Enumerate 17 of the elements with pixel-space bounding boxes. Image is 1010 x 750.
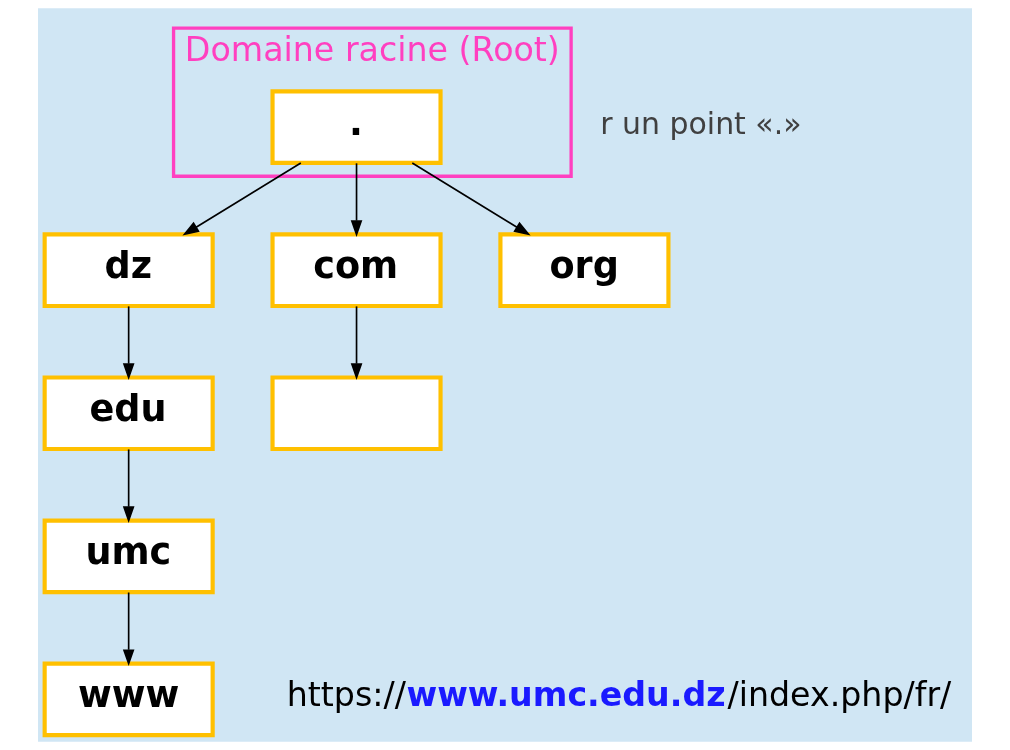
node-box: com bbox=[270, 232, 443, 309]
node-box: www bbox=[42, 661, 215, 738]
arrow bbox=[122, 448, 135, 523]
label: r un point «.» bbox=[600, 106, 802, 142]
node-box bbox=[270, 375, 443, 452]
node-box: org bbox=[498, 232, 671, 309]
arrow bbox=[122, 591, 135, 667]
node-box: . bbox=[270, 89, 443, 165]
arrow bbox=[350, 162, 363, 237]
node-label: https://www.umc.edu.dz/index.php/fr/ bbox=[286, 675, 952, 715]
node-box: umc bbox=[42, 518, 215, 595]
arrow bbox=[122, 305, 135, 380]
arrow bbox=[182, 162, 302, 236]
node-box: edu bbox=[42, 375, 215, 452]
node-box: dz bbox=[42, 232, 215, 309]
arrow bbox=[350, 305, 363, 380]
arrow bbox=[411, 162, 531, 236]
